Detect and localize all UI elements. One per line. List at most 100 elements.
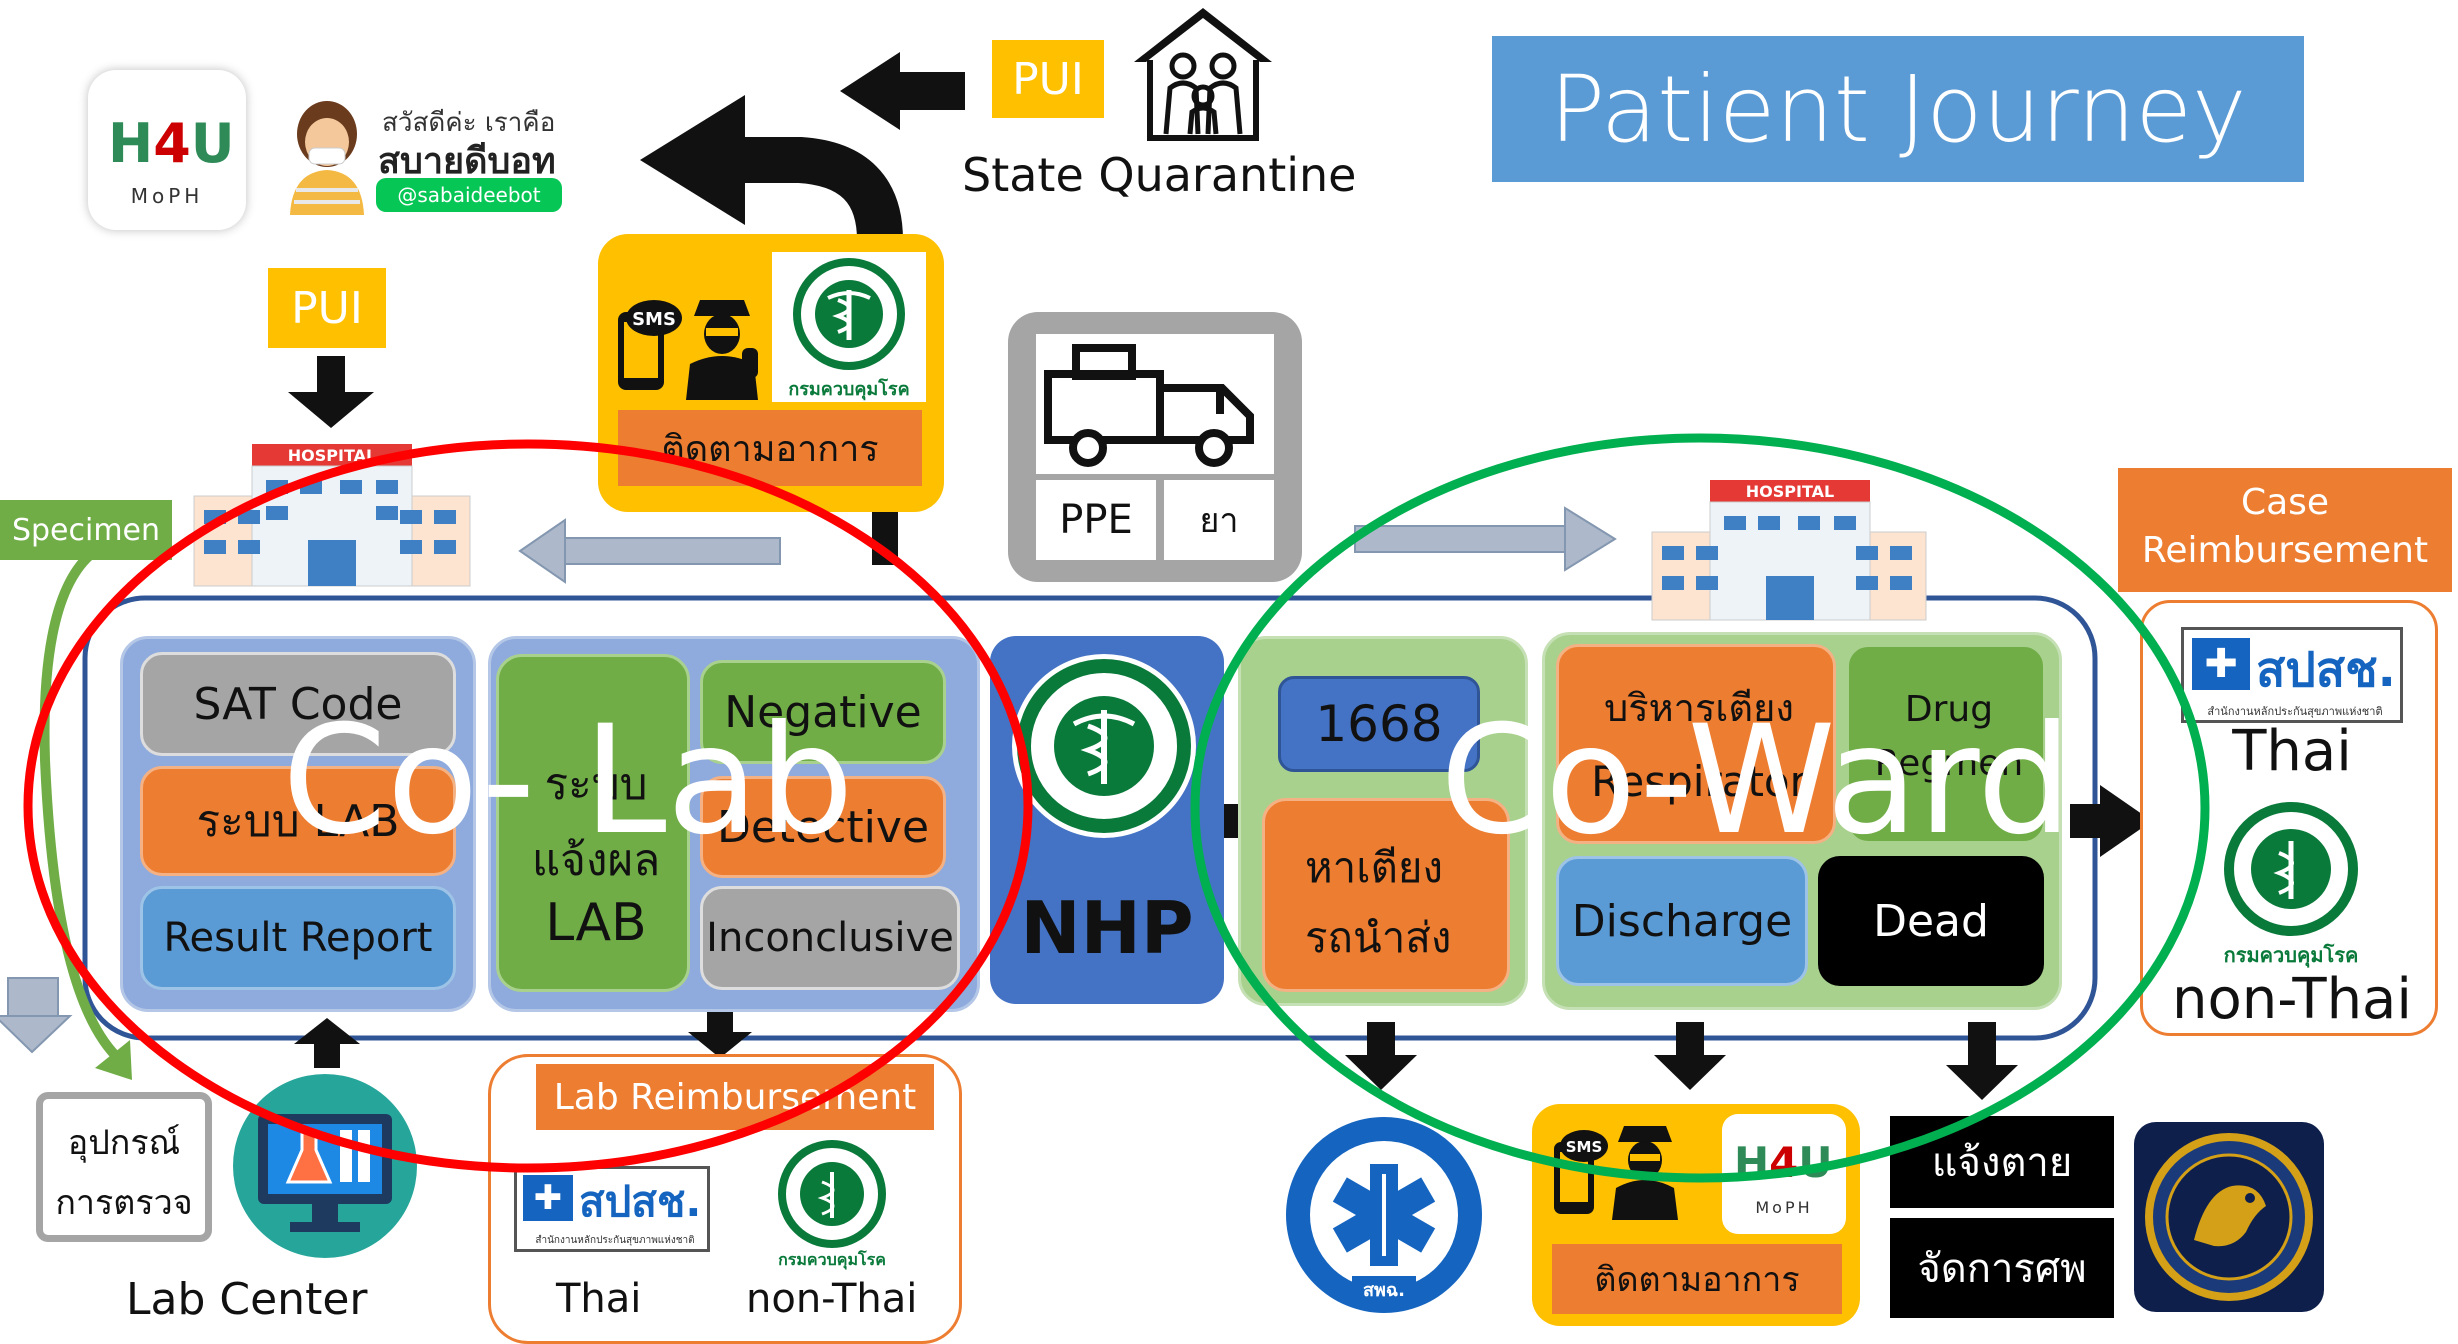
black-arrow-down-death <box>1946 1022 2018 1100</box>
ppe-box: PPE ยา <box>1008 312 1302 582</box>
nhso-text-case: สปสช. <box>2256 642 2396 698</box>
ems-text: สพฉ. <box>1363 1280 1405 1301</box>
bot-name: สบายดีบอท <box>378 141 556 182</box>
house-family-icon <box>1128 4 1278 144</box>
gray-arrow-right <box>1354 506 1617 572</box>
case-reimb-panel: ✚ สปสช. สำนักงานหลักประกันสุขภาพแห่งชาติ… <box>2140 600 2438 1036</box>
officer-icon-bottom <box>1610 1118 1684 1220</box>
nhso-logo-icon: ✚ สปสช. สำนักงานหลักประกันสุขภาพแห่งชาติ <box>2181 627 2403 723</box>
equipment-box[interactable]: อุปกรณ์ การตรวจ <box>36 1092 212 1242</box>
bot-greeting: สวัสดีค่ะ เราคือ <box>382 108 556 138</box>
nhp-box[interactable]: NHP <box>990 636 1224 1004</box>
equipment-line2: การตรวจ <box>55 1183 193 1223</box>
nhp-label: NHP <box>1020 886 1194 970</box>
gray-arrow-down-left <box>0 977 73 1054</box>
pui-badge-top: PUI <box>992 40 1104 118</box>
hospital-icon: HOSPITAL <box>190 440 474 590</box>
discharge-label: Discharge <box>1571 895 1793 947</box>
report-death-label: แจ้งตาย <box>1931 1140 2073 1186</box>
moph-seal-icon-nhp <box>1004 646 1204 846</box>
page-title: Patient Journey <box>1549 55 2247 163</box>
lab-reimb-title-text: Lab Reimbursement <box>553 1076 917 1118</box>
followup-text-top: ติดตามอาการ <box>661 428 879 470</box>
pui-label-left: PUI <box>291 282 363 334</box>
bot-avatar-icon <box>282 100 372 215</box>
black-arrow-left-top <box>840 52 965 130</box>
black-arrow-down-pui <box>288 356 374 428</box>
hospital-icon-right: HOSPITAL <box>1648 476 1930 624</box>
dead-label: Dead <box>1873 895 1989 947</box>
gray-arrow-left <box>518 518 781 584</box>
lab-reimb-title: Lab Reimbursement <box>536 1064 934 1130</box>
specimen-badge: Specimen <box>0 500 172 560</box>
hospital-sign-left: HOSPITAL <box>288 446 376 465</box>
connector-followup <box>872 505 898 565</box>
followup-text-bottom: ติดตามอาการ <box>1594 1260 1800 1300</box>
black-arrow-down-lab <box>688 1010 752 1058</box>
medicine-label: ยา <box>1199 501 1239 541</box>
dead-box[interactable]: Dead <box>1818 856 2044 986</box>
case-thai-label: Thai <box>2232 719 2352 784</box>
equipment-line1: อุปกรณ์ <box>67 1123 181 1163</box>
report-system-line3: LAB <box>545 893 647 953</box>
nhso-sub-lab: สำนักงานหลักประกันสุขภาพแห่งชาติ <box>535 1235 695 1246</box>
result-report-label: Result Report <box>163 915 433 961</box>
hospital-sign-right: HOSPITAL <box>1746 482 1834 501</box>
followup-label-top: ติดตามอาการ <box>618 410 922 486</box>
ppe-cell: PPE <box>1036 480 1156 560</box>
sms-phone-icon-bottom: SMS <box>1548 1124 1610 1218</box>
hotline-label: 1668 <box>1315 695 1443 753</box>
curved-black-arrow <box>640 95 903 250</box>
nhso-sub-case: สำนักงานหลักประกันสุขภาพแห่งชาติ <box>2207 705 2383 718</box>
report-death-box[interactable]: แจ้งตาย <box>1890 1116 2114 1208</box>
truck-icon <box>1036 334 1274 474</box>
followup-label-bottom: ติดตามอาการ <box>1552 1244 1842 1314</box>
case-nonthai-label: non-Thai <box>2172 967 2412 1032</box>
black-arrow-down-followup <box>1654 1022 1726 1090</box>
interior-ministry-seal-icon <box>2134 1122 2324 1312</box>
lab-computer-icon <box>232 1072 418 1262</box>
sms-text-bottom: SMS <box>1566 1138 1603 1156</box>
discharge-box[interactable]: Discharge <box>1556 856 1808 986</box>
h4u-logo-icon[interactable]: H4U MoPH <box>88 70 246 230</box>
state-quarantine-label: State Quarantine <box>962 148 1357 202</box>
pui-badge-left: PUI <box>268 268 386 348</box>
nhso-logo-icon-lab: ✚ สปสช. สำนักงานหลักประกันสุขภาพแห่งชาติ <box>514 1166 710 1252</box>
lab-thai-label: Thai <box>556 1276 642 1322</box>
result-report-box[interactable]: Result Report <box>140 886 456 990</box>
h4u-logo-icon-bottom: H4U MoPH <box>1722 1114 1846 1234</box>
pui-label-top: PUI <box>1012 53 1084 105</box>
find-bed-line2: รถนำส่ง <box>1305 913 1452 962</box>
ddc-name-lab: กรมควบคุมโรค <box>778 1250 886 1269</box>
colab-overlay-text: Co- Lab <box>282 694 854 868</box>
moph-seal-icon: กรมควบคุมโรค <box>772 252 926 402</box>
h4u-moph-label: MoPH <box>130 184 204 208</box>
moph-seal-icon-case: กรมควบคุมโรค <box>2211 799 2371 967</box>
coward-overlay-text: Co-Ward <box>1440 694 2073 868</box>
find-bed-line1: หาเตียง <box>1305 843 1444 892</box>
lab-center-label: Lab Center <box>126 1274 368 1325</box>
inconclusive-label: Inconclusive <box>706 915 954 961</box>
inconclusive-box[interactable]: Inconclusive <box>700 886 960 990</box>
manage-body-label: จัดการศพ <box>1917 1246 2087 1292</box>
bot-line-id: @sabaideebot <box>397 183 541 207</box>
specimen-label: Specimen <box>11 512 161 548</box>
ddc-name-top: กรมควบคุมโรค <box>788 379 910 400</box>
bot-line-badge[interactable]: @sabaideebot <box>376 178 562 212</box>
case-reimb-title: Case Reimbursement <box>2118 468 2452 592</box>
ppe-label: PPE <box>1059 497 1133 543</box>
title-banner: Patient Journey <box>1492 36 2304 182</box>
case-reimb-title-l1: Case <box>2240 482 2330 523</box>
ddc-name-case: กรมควบคุมโรค <box>2223 943 2359 967</box>
moph-seal-icon-lab: กรมควบคุมโรค <box>768 1138 896 1269</box>
sms-phone-icon: SMS <box>612 294 684 394</box>
h4u-moph-bottom: MoPH <box>1755 1198 1813 1217</box>
ems-logo-icon: สพฉ. <box>1282 1112 1486 1318</box>
manage-body-box[interactable]: จัดการศพ <box>1890 1218 2114 1318</box>
lab-nonthai-label: non-Thai <box>746 1276 918 1322</box>
followup-box-top: SMS กรมควบคุมโรค ติดตามอาการ <box>598 234 944 512</box>
black-arrow-up-labcenter <box>294 1018 360 1068</box>
case-reimb-title-l2: Reimbursement <box>2141 530 2429 571</box>
black-arrow-down-ems <box>1345 1022 1417 1090</box>
followup-box-bottom: SMS H4U MoPH ติดตามอาการ <box>1532 1104 1860 1326</box>
